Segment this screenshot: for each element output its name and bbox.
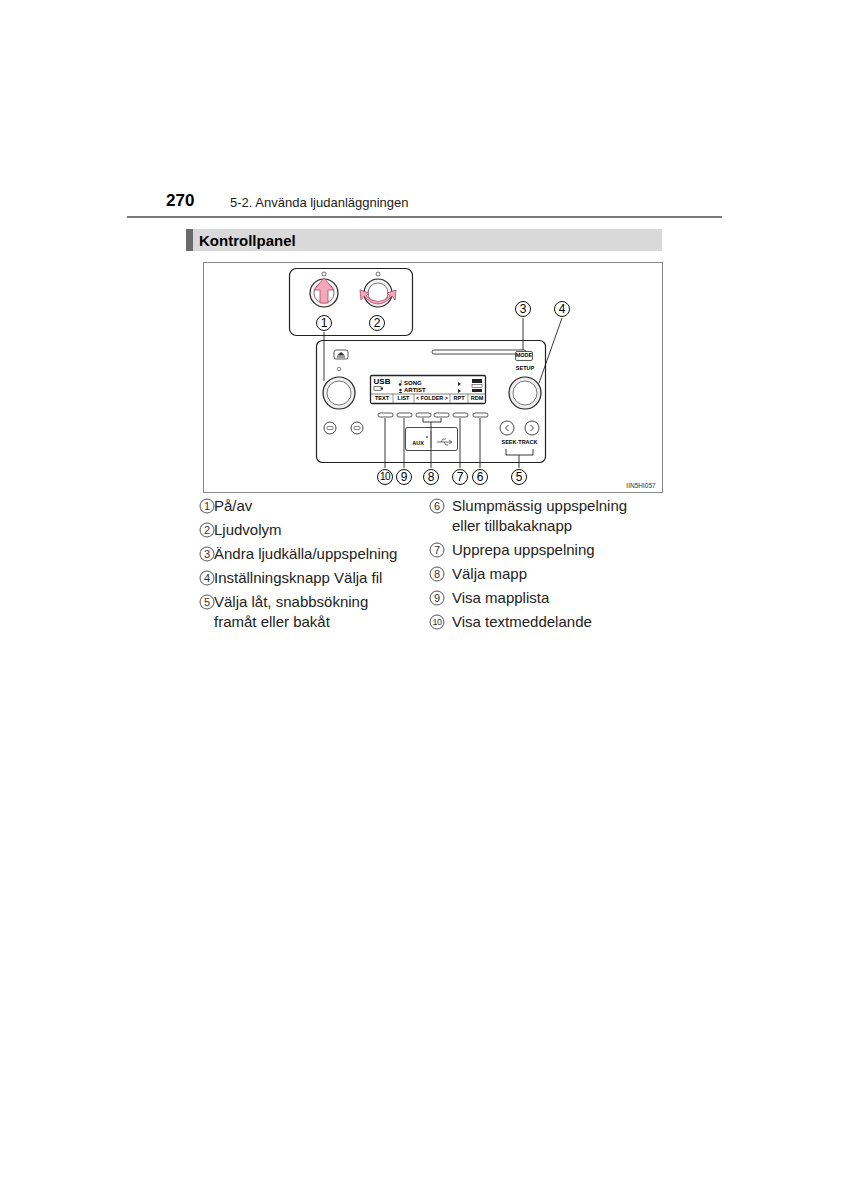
list-number: 2 — [200, 523, 215, 538]
list-number: 3 — [200, 547, 215, 562]
list-number: 4 — [200, 571, 215, 586]
list-number: 7 — [430, 543, 445, 558]
display-text: USB — [374, 378, 391, 386]
display-text: LIST — [398, 396, 410, 402]
list-text: Ljudvolym — [214, 520, 282, 540]
list-text: Visa mapplista — [452, 588, 549, 608]
display-text: < FOLDER > — [416, 396, 448, 402]
figure-code: IIN5HI057 — [626, 483, 655, 490]
list-text: Visa textmeddelande — [452, 612, 592, 632]
callout-number: 7 — [452, 469, 468, 485]
callout-number: 2 — [369, 315, 385, 331]
heading-text: Kontrollpanel — [193, 232, 296, 249]
callout-number: 3 — [515, 301, 531, 317]
button-label: SETUP — [516, 366, 534, 372]
list-number: 6 — [430, 499, 445, 514]
display-text: TEXT — [375, 396, 389, 402]
list-number: 5 — [200, 595, 215, 610]
button-label: SEEK·TRACK — [501, 440, 537, 446]
list-number: 1 — [200, 499, 215, 514]
callout-number: 8 — [423, 469, 439, 485]
list-text: Ändra ljudkälla/uppspelning — [214, 544, 397, 564]
section-heading-band: Kontrollpanel — [186, 229, 662, 251]
display-text: SONG — [404, 380, 422, 386]
list-number: 8 — [430, 567, 445, 582]
list-text: Välja låt, snabbsökning framåt eller bak… — [214, 592, 399, 632]
list-text: På/av — [214, 496, 252, 516]
list-text: Upprepa uppspelning — [452, 540, 595, 560]
display-text: ARTIST — [404, 387, 426, 393]
port-label: AUX — [412, 441, 424, 447]
page-number: 270 — [166, 192, 194, 209]
list-text: Välja mapp — [452, 564, 527, 584]
chapter-header: 5-2. Använda ljudanläggningen — [230, 196, 409, 209]
list-number: 9 — [430, 591, 445, 606]
list-text: Slumpmässig uppspelning eller tillbakakn… — [452, 496, 642, 536]
list-text: Inställningsknapp Välja fil — [214, 568, 382, 588]
display-text: RPT — [454, 396, 465, 402]
callout-number: 5 — [511, 469, 527, 485]
callout-number: 9 — [396, 469, 412, 485]
list-number: 10 — [430, 615, 445, 630]
display-text: RDM — [471, 396, 484, 402]
callout-number: 6 — [472, 469, 488, 485]
button-label: MODE — [516, 353, 533, 359]
callout-number: 1 — [316, 315, 332, 331]
callout-number: 4 — [554, 301, 570, 317]
callout-number: 10 — [377, 469, 393, 485]
